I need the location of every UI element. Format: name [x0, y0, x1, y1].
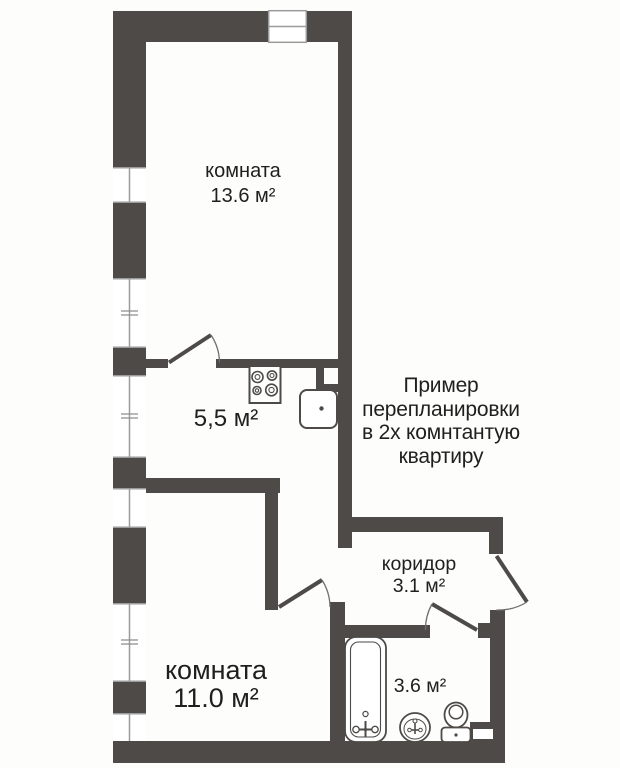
- window-icon: [113, 375, 146, 458]
- wall-bottom: [113, 741, 505, 763]
- kitchen-area: 5,5 м²: [193, 405, 259, 432]
- wall-top: [113, 11, 352, 42]
- wall-left-3: [113, 348, 146, 375]
- corridor-label: коридор 3.1 м²: [349, 553, 489, 597]
- room-top-label: комната 13.6 м²: [158, 159, 328, 209]
- wall-bathroom-top-left: [343, 625, 430, 638]
- bathroom-area-label: 3.6 м²: [380, 675, 460, 698]
- room-bottom-label: комната 11.0 м²: [116, 656, 316, 712]
- window-icon: [113, 603, 146, 682]
- wall-entrance-jamb: [489, 517, 503, 554]
- walls: [113, 11, 505, 763]
- replanning-note: Пример перепланировки в 2х комнтантую кв…: [341, 374, 541, 468]
- duct-notch: [473, 729, 493, 739]
- vent-niche-vertical: [316, 367, 324, 392]
- wall-left-2: [113, 203, 146, 278]
- door-icon-bottom-room: [277, 578, 331, 609]
- note-line: в 2х комнтантую: [362, 421, 520, 444]
- window-icon: [267, 9, 308, 44]
- door-icon-kitchen: [167, 333, 221, 365]
- wall-left-4: [113, 458, 146, 488]
- wall-left-6: [113, 682, 146, 713]
- vent-niche-horizontal: [316, 384, 338, 392]
- room-bottom-name: комната: [164, 655, 268, 685]
- windows: [113, 9, 308, 741]
- window-icon: [113, 488, 146, 528]
- wall-left-1: [113, 11, 146, 167]
- door-icon-entrance: [494, 554, 529, 611]
- note-line: перепланировки: [362, 397, 520, 421]
- kitchen-sink-icon: [299, 389, 338, 429]
- wash-basin-icon: [399, 712, 431, 743]
- room-bottom-area: 11.0 м²: [173, 683, 259, 713]
- stove-icon: [248, 365, 282, 404]
- wall-left-5: [113, 528, 146, 603]
- room-top-name: комната: [205, 160, 281, 182]
- doors: [167, 333, 529, 632]
- window-icon: [113, 167, 146, 203]
- wall-kitchen-bottom: [146, 478, 280, 493]
- wall-kitchen-top-stub: [146, 359, 168, 368]
- bathroom-area: 3.6 м²: [393, 675, 447, 697]
- corridor-name: коридор: [381, 553, 457, 575]
- window-icon: [113, 278, 146, 348]
- bathtub-icon: [344, 636, 387, 743]
- note-line: квартиру: [398, 444, 484, 468]
- wall-bathroom-left: [330, 602, 345, 741]
- door-icon-bathroom: [424, 602, 479, 632]
- toilet-icon: [440, 701, 472, 743]
- wall-room-divider: [265, 478, 278, 610]
- wall-corridor-top: [338, 517, 503, 532]
- wall-kitchen-top: [216, 359, 338, 368]
- window-icon: [113, 713, 146, 741]
- wall-bathroom-top-right: [478, 623, 505, 638]
- note-line: Пример: [403, 374, 479, 397]
- wall-right-upper: [338, 11, 352, 548]
- corridor-area: 3.1 м²: [392, 575, 446, 597]
- fixtures: [248, 365, 472, 743]
- room-top-area: 13.6 м²: [210, 185, 276, 207]
- kitchen-area-label: 5,5 м²: [166, 405, 286, 433]
